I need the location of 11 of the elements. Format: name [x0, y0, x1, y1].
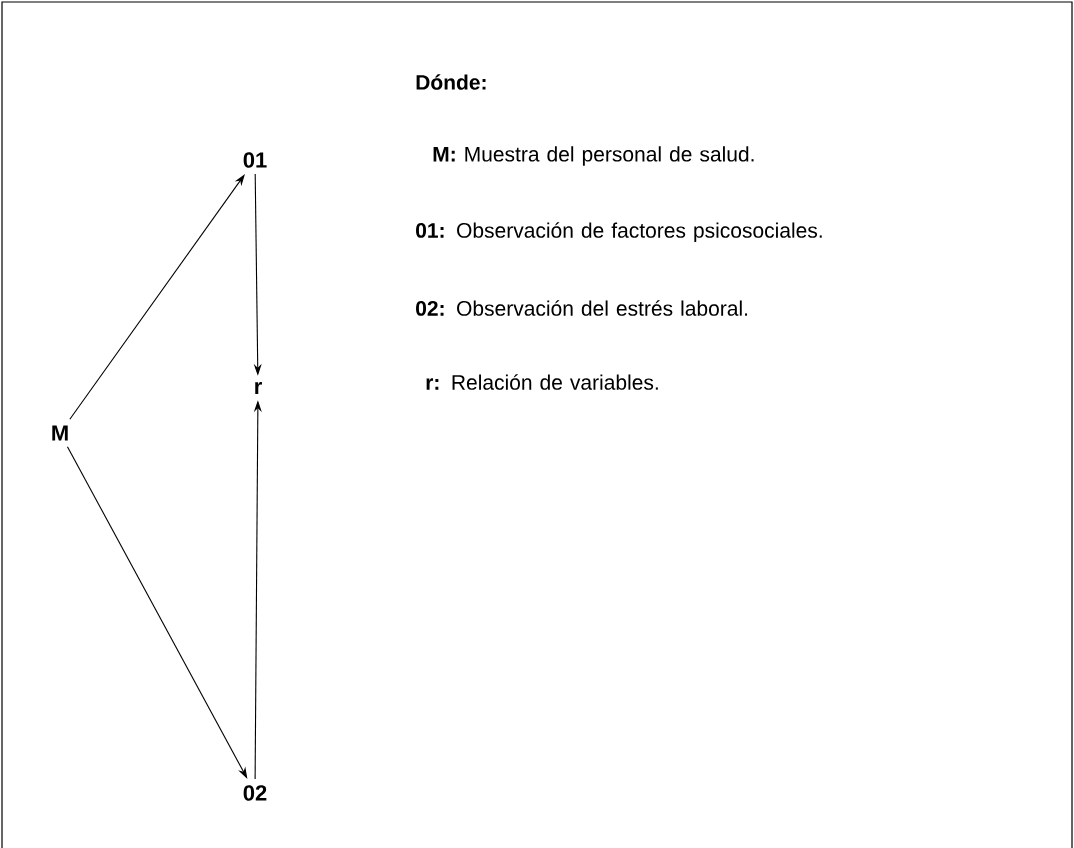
legend-text: 01: Observación de factores psicosociales.	[416, 222, 822, 242]
node-label: 01	[243, 152, 267, 168]
arrow	[69, 174, 245, 420]
node-label: M	[52, 425, 68, 441]
legend-text: 02: Observación del estrés laboral.	[416, 300, 748, 316]
node-label: 02	[243, 785, 267, 801]
arrow	[66, 446, 248, 779]
node-label: r	[255, 382, 262, 394]
legend-text: Dónde:	[416, 74, 486, 90]
legend-text: r: Relación de variables.	[426, 374, 658, 390]
legend-text: M: Muestra del personal de salud.	[433, 146, 754, 166]
